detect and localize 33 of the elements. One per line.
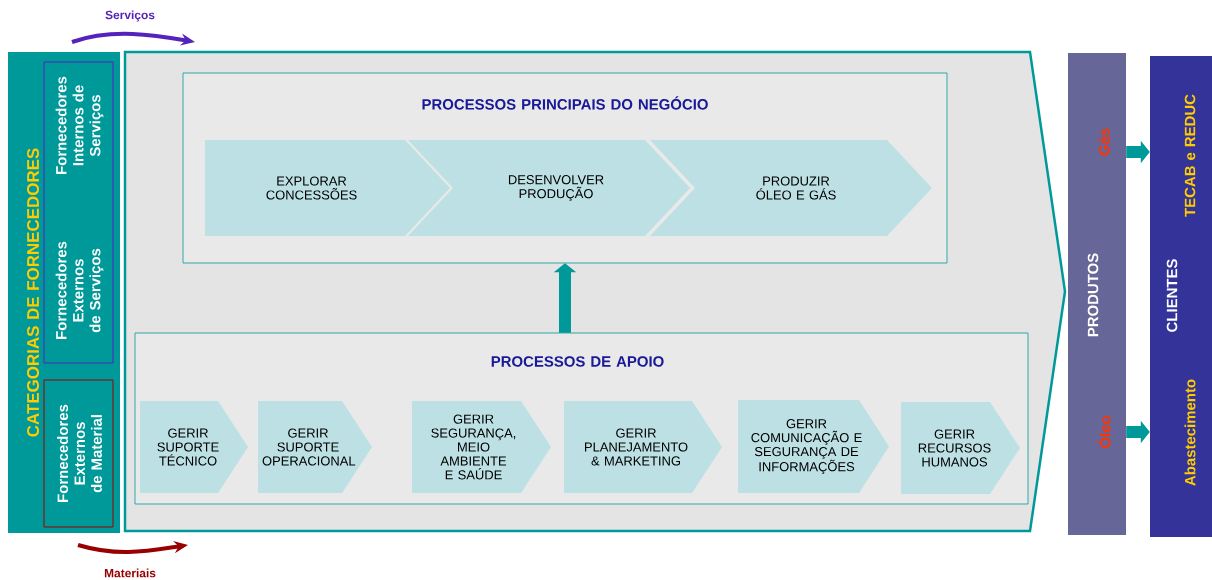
chevron-shape xyxy=(901,402,1020,494)
process-label: GERIR SUPORTE OPERACIONAL xyxy=(262,428,356,466)
process-label: Fornecedores Externos de Serviços xyxy=(55,241,104,339)
chevron-shape xyxy=(650,140,932,236)
chevron-shape xyxy=(140,401,248,493)
process-label: Fornecedores Externos de Material xyxy=(57,404,102,502)
flow-label: Materiais xyxy=(104,568,156,578)
category-box xyxy=(43,61,114,364)
clients-band xyxy=(1150,56,1212,537)
process-label: DESENVOLVER PRODUÇÃO xyxy=(508,175,604,201)
panel-title: PROCESSOS DE APOIO xyxy=(491,356,664,367)
process-label: GERIR RECURSOS HUMANOS xyxy=(918,429,991,467)
panel-title: PROCESSOS PRINCIPAIS DO NEGÓCIO xyxy=(422,96,708,110)
products-band xyxy=(1068,53,1126,535)
band-label: Óleo xyxy=(1097,415,1111,448)
band-label: Abastecimento xyxy=(1184,379,1196,486)
category-band xyxy=(8,52,120,533)
process-label: PRODUZIR ÓLEO E GÁS xyxy=(756,176,836,200)
band-label: PRODUTOS xyxy=(1087,253,1099,337)
process-label: GERIR SEGURANÇA, MEIO AMBIENTE E SAÚDE xyxy=(431,414,516,480)
band-title: CATEGORIAS DE FORNECEDORES xyxy=(27,148,39,437)
process-label: GERIR PLANEJAMENTO & MARKETING xyxy=(585,428,688,466)
chevron-shape xyxy=(258,401,372,493)
flow-label: Serviços xyxy=(105,10,155,22)
process-label: GERIR COMUNICAÇÃO E SEGURANÇA DE INFORMAÇÕES xyxy=(751,419,862,474)
band-label: CLIENTES xyxy=(1166,259,1178,332)
chevron-shape xyxy=(408,140,690,236)
category-box xyxy=(43,379,114,528)
process-label: GERIR SUPORTE TÉCNICO xyxy=(157,428,219,466)
band-label: TECAB e REDUC xyxy=(1184,94,1196,217)
chevron-shape xyxy=(412,401,551,493)
band-label: Gás xyxy=(1098,128,1110,156)
process-label: Fornecedores Internos de Serviços xyxy=(55,76,104,174)
